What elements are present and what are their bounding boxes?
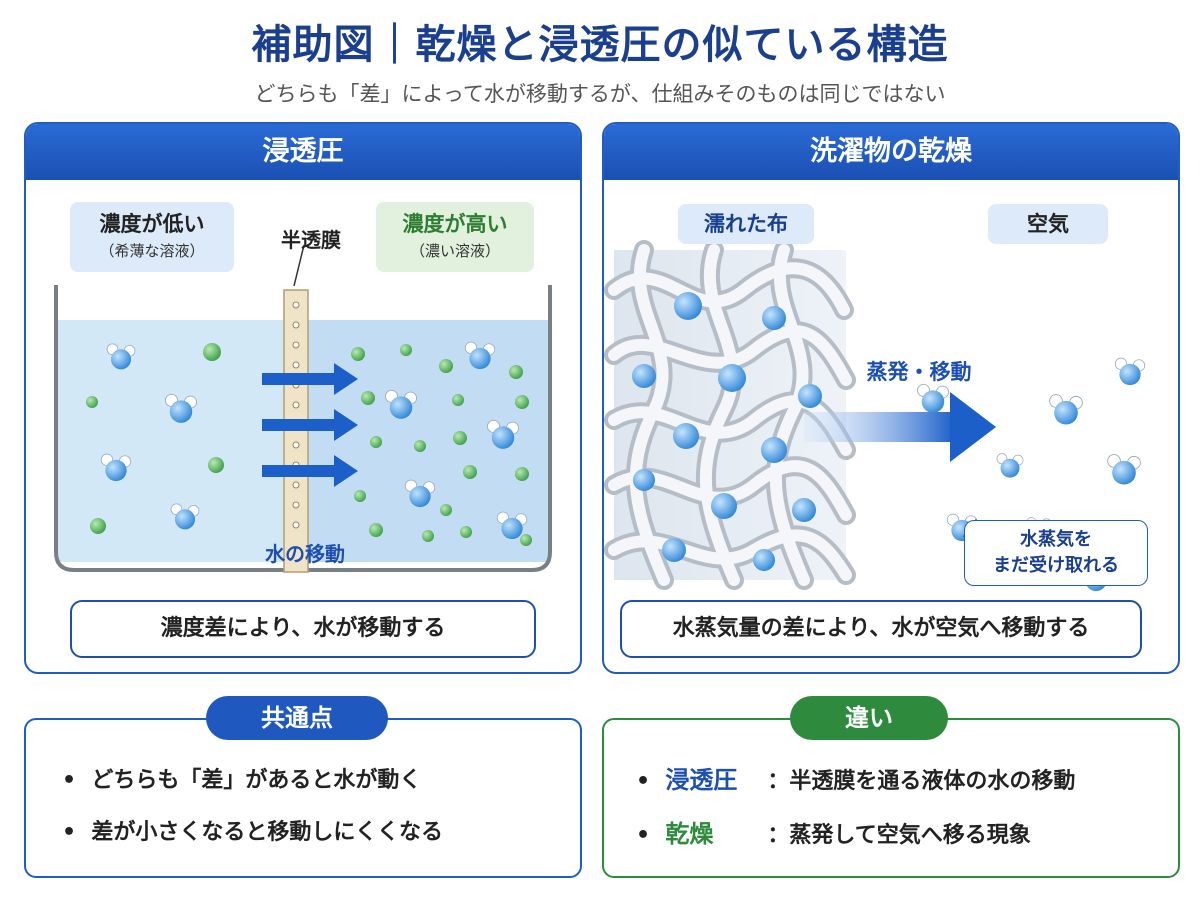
- common-item-1: • どちらも「差」があると水が動く: [62, 768, 422, 793]
- page-title: 補助図｜乾燥と浸透圧の似ている構造: [251, 22, 949, 68]
- osmosis-panel: 浸透圧: [24, 122, 582, 674]
- common-heading: 共通点: [206, 696, 388, 740]
- drying-caption: 水蒸気量の差により、水が空気へ移動する: [620, 600, 1142, 658]
- bullet-dot-icon: •: [62, 768, 92, 793]
- bullet-dot-icon: •: [636, 769, 666, 794]
- air-label: 空気: [988, 204, 1108, 244]
- difference-item-osmosis: • 浸透圧：半透膜を通る液体の水の移動: [636, 766, 1076, 794]
- drying-panel: 洗濯物の乾燥: [602, 122, 1180, 674]
- osmosis-caption: 濃度差により、水が移動する: [70, 600, 536, 658]
- vapor-capacity-note: 水蒸気を まだ受け取れる: [964, 520, 1148, 586]
- high-concentration-sub: （濃い溶液）: [409, 242, 500, 260]
- low-concentration-title: 濃度が低い: [99, 212, 205, 236]
- low-concentration-sub: （希薄な溶液）: [99, 242, 205, 260]
- bullet-dot-icon: •: [62, 820, 92, 845]
- common-item-2: • 差が小さくなると移動しにくくなる: [62, 820, 443, 845]
- wet-cloth-label: 濡れた布: [678, 204, 814, 244]
- common-box: [24, 718, 582, 878]
- osmosis-heading: 浸透圧: [26, 124, 580, 180]
- high-concentration-title: 濃度が高い: [402, 212, 508, 236]
- vapor-note-line2: まだ受け取れる: [993, 555, 1119, 576]
- difference-box: [602, 718, 1180, 878]
- evaporation-label: 蒸発・移動: [866, 360, 972, 384]
- osmosis-diagram: [54, 244, 552, 573]
- difference-heading: 違い: [790, 696, 948, 740]
- membrane-label: 半透膜: [281, 228, 341, 252]
- high-concentration-label: 濃度が高い （濃い溶液）: [376, 202, 534, 272]
- bullet-dot-icon: •: [636, 823, 666, 848]
- low-concentration-label: 濃度が低い （希薄な溶液）: [70, 202, 234, 272]
- water-flow-label: 水の移動: [265, 542, 345, 566]
- vapor-note-line1: 水蒸気を: [1020, 529, 1092, 550]
- difference-item-drying: • 乾燥：蒸発して空気へ移る現象: [636, 820, 1031, 848]
- page-subtitle: どちらも「差」によって水が移動するが、仕組みそのものは同じではない: [254, 82, 946, 106]
- drying-heading: 洗濯物の乾燥: [604, 124, 1178, 180]
